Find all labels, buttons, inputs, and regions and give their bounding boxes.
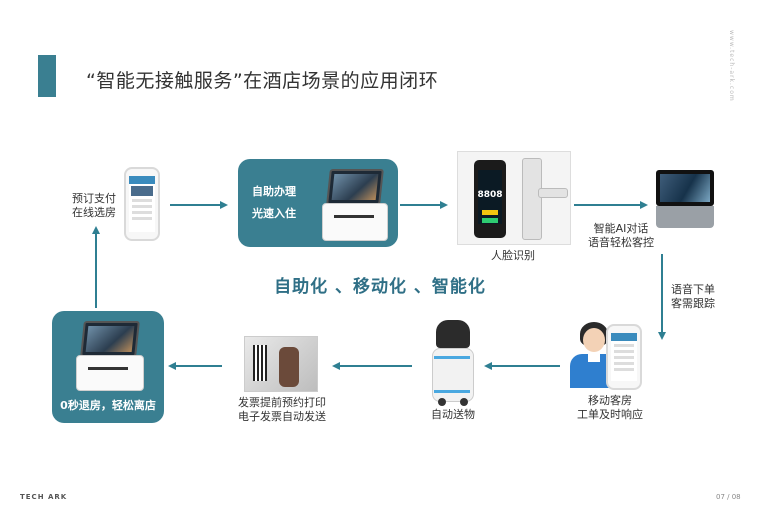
- side-url: www.tech-ark.com: [728, 30, 735, 102]
- delivery-robot: [430, 320, 476, 406]
- checkout-label: 0秒退房，轻松离店: [60, 399, 156, 412]
- booking-phone: [124, 167, 160, 241]
- checkin-card: 自助办理 光速入住: [238, 159, 398, 247]
- checkout-kiosk: [70, 319, 150, 393]
- smart-speaker: [656, 170, 714, 228]
- page-number: 07 / 08: [716, 493, 741, 501]
- face-panel-number: 8808: [477, 190, 503, 200]
- checkin-label: 自助办理 光速入住: [252, 185, 296, 220]
- slogan: 自助化 、移动化 、智能化: [274, 277, 486, 297]
- face-label: 人脸识别: [491, 249, 535, 262]
- footer-brand: TECH ARK: [20, 493, 68, 501]
- invoice-photo: [244, 336, 318, 392]
- delivery-label: 自动送物: [431, 408, 475, 421]
- mobile-room-phone: [606, 324, 642, 390]
- mobile-room-label: 移动客房 工单及时响应: [577, 394, 643, 421]
- checkout-card: 0秒退房，轻松离店: [52, 311, 164, 423]
- ai-label: 智能AI对话 语音轻松客控: [588, 222, 654, 249]
- title-accent-bar: [38, 55, 56, 97]
- voice-order-label: 语音下单 客需跟踪: [671, 283, 715, 310]
- invoice-label: 发票提前预约打印 电子发票自动发送: [238, 396, 326, 423]
- booking-label: 预订支付 在线选房: [72, 192, 116, 219]
- checkin-kiosk: [314, 167, 394, 243]
- face-recognition-device: 8808: [457, 151, 571, 245]
- page-title: “智能无接触服务”在酒店场景的应用闭环: [86, 70, 439, 92]
